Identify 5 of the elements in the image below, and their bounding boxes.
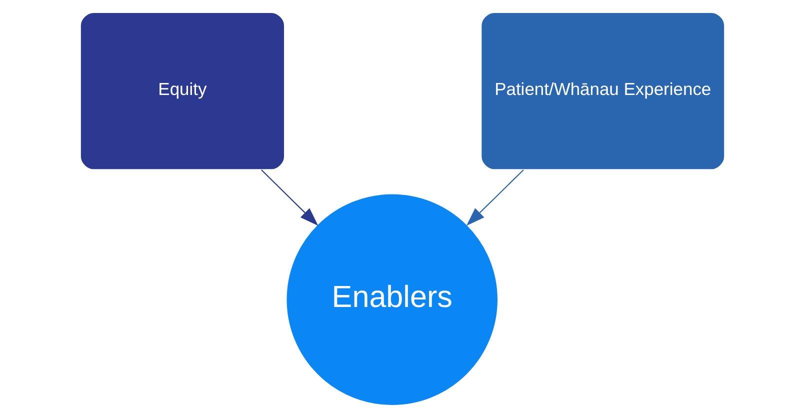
node-box: Patient/Whānau Experience — [480, 12, 725, 170]
node-box: Equity — [79, 12, 285, 170]
arrow — [466, 170, 524, 226]
arrow — [260, 170, 318, 226]
node-circle: Enablers — [285, 193, 498, 406]
